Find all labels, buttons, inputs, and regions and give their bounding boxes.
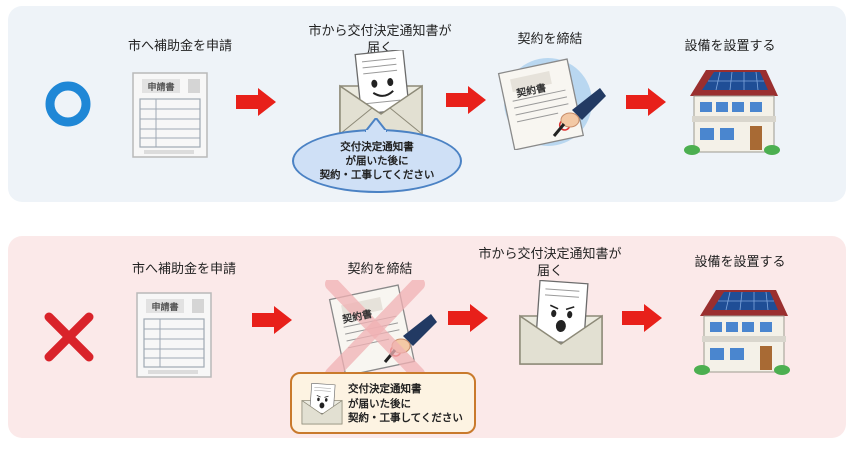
application-form-icon: 申請書 (136, 292, 212, 380)
arrow-right-icon (622, 304, 662, 332)
incorrect-step-2-label: 契約を締結 (320, 261, 440, 278)
envelope-letter-icon (516, 280, 606, 366)
correct-step-4-label-line-1: 設備を設置する (684, 39, 776, 54)
arrow-right-icon (626, 88, 666, 116)
arrow-right-icon (448, 304, 488, 332)
application-form-title: 申請書 (147, 83, 175, 93)
application-form-title: 申請書 (151, 303, 179, 313)
note-line-1: 交付決定通知書 (340, 141, 414, 153)
correct-step-4-label: 設備を設置する (670, 38, 790, 55)
contract-signing-icon: 契約書 (496, 54, 606, 150)
incorrect-step-4-label: 設備を設置する (680, 254, 800, 271)
bubble-pointer (365, 118, 387, 132)
incorrect-step-2-label-line-1: 契約を締結 (347, 262, 413, 277)
incorrect-step-1-label-line-1: 市へ補助金を申請 (131, 262, 236, 277)
incorrect-step-3-label-line-1: 市から交付決定通知書が (478, 247, 622, 262)
cross-mark-icon (44, 312, 94, 362)
arrow-right-icon (252, 306, 292, 334)
incorrect-step-4-label-line-1: 設備を設置する (694, 255, 786, 270)
solar-house-icon (690, 280, 790, 376)
correct-step-3-label: 契約を締結 (490, 31, 610, 48)
incorrect-step-1-label: 市へ補助金を申請 (114, 261, 254, 278)
solar-house-icon (680, 60, 780, 156)
application-form-icon: 申請書 (132, 72, 208, 160)
contract-signing-icon: 契約書 (318, 280, 438, 376)
arrow-right-icon (236, 88, 276, 116)
correct-step-2-label-line-1: 市から交付決定通知書が (308, 24, 452, 39)
note-line-3: 契約・工事してください (348, 412, 463, 424)
correct-step-1-label: 市へ補助金を申請 (110, 38, 250, 55)
note-line-2: が届いた後に (348, 397, 411, 410)
sad-envelope-icon (300, 383, 344, 425)
arrow-right-icon (446, 86, 486, 114)
note-box: 交付決定通知書 が届いた後に 契約・工事してください (290, 372, 476, 434)
correct-step-3-label-line-1: 契約を締結 (517, 32, 583, 47)
note-bubble: 交付決定通知書 が届いた後に 契約・工事してください (292, 129, 462, 193)
incorrect-step-3-label: 市から交付決定通知書が 届く (470, 246, 630, 280)
note-line-2: が届いた後に (345, 155, 409, 167)
note-line-1: 交付決定通知書 (348, 383, 422, 395)
note-text: 交付決定通知書 が届いた後に 契約・工事してください (348, 382, 463, 426)
note-line-3: 契約・工事してください (319, 169, 435, 181)
correct-step-1-label-line-1: 市へ補助金を申請 (127, 39, 232, 54)
circle-mark-icon (45, 81, 91, 127)
incorrect-step-3-label-line-2: 届く (536, 264, 563, 279)
